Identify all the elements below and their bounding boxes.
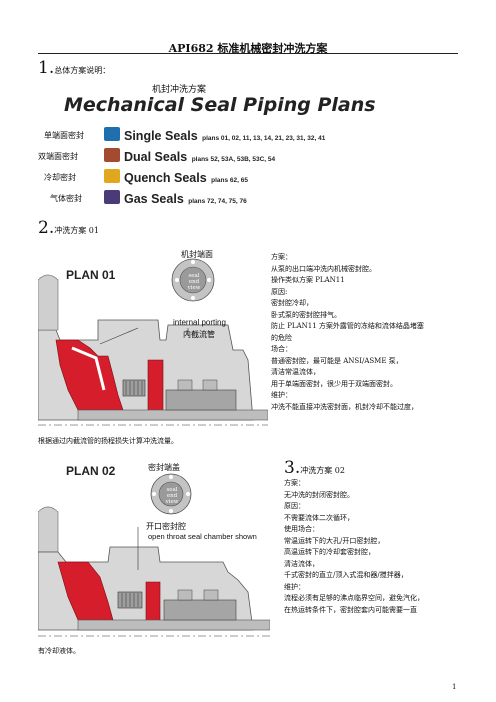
seal-en-label: Dual Seals xyxy=(124,150,188,164)
single-seal-color-swatch xyxy=(104,127,120,141)
plan02-continuation: 有冷却液体。 xyxy=(38,647,80,655)
plan02-line: 不需要流体二次循环， xyxy=(284,513,354,522)
section-3-heading: 3.冲洗方案 02 xyxy=(284,458,345,478)
section-number: 3. xyxy=(284,458,301,478)
seal-row-single: 单端面密封 Single Seals plans 01, 02, 11, 13,… xyxy=(44,126,374,148)
section-2-heading: 2.冲洗方案 01 xyxy=(38,218,99,238)
plan02-description: 方案： 无冲洗的封闭密封腔。 原因： 不需要流体二次循环， 使用场合： 常温运转… xyxy=(284,478,464,616)
plan02-line: 清洁流体， xyxy=(284,559,319,568)
section-1-heading: 1.总体方案说明： xyxy=(38,58,110,78)
end-view-word: end view xyxy=(165,493,179,505)
plan01-face-label: 机封端面 xyxy=(181,250,213,259)
section-title: 冲洗方案 02 xyxy=(300,466,345,475)
plan01-line: 防止 PLAN11 方案外露管的冻结和流体结晶堵塞 xyxy=(271,322,424,330)
plan01-line: 方案： xyxy=(271,253,292,261)
section-title: 冲洗方案 01 xyxy=(54,226,99,235)
seal-en-label: Gas Seals xyxy=(124,192,184,206)
plan01-continuation: 根据通过内截流管的扬程损失计算冲洗流量。 xyxy=(38,437,178,445)
plan01-line: 的危险 xyxy=(271,333,292,342)
plan02-line: 流程必须有足够的沸点临界空间，避免汽化， xyxy=(284,594,424,602)
plan01-line: 场合： xyxy=(271,345,292,353)
plan02-open-en: open throat seal chamber shown xyxy=(148,532,257,541)
seal-row-dual: 双端面密封 Dual Seals plans 52, 53A, 53B, 53C… xyxy=(38,147,374,169)
seal-en-wrap: Single Seals plans 01, 02, 11, 13, 14, 2… xyxy=(124,127,325,145)
plan01-seal-drawing xyxy=(37,258,269,426)
plan01-line: 普通密封腔，最可能是 ANSI/ASME 泵， xyxy=(271,356,403,365)
seal-plans: plans 52, 53A, 53B, 53C, 54 xyxy=(191,156,276,163)
seal-cn-label: 冷却密封 xyxy=(44,173,76,182)
section-number: 2. xyxy=(38,218,55,238)
document-title: API682 标准机械密封冲洗方案 xyxy=(168,42,328,55)
plan02-label: PLAN 02 xyxy=(66,464,116,478)
seal-row-gas: 气体密封 Gas Seals plans 72, 74, 75, 76 xyxy=(44,189,374,211)
seal-en-wrap: Dual Seals plans 52, 53A, 53B, 53C, 54 xyxy=(124,148,275,166)
seal-cn-label: 双端面密封 xyxy=(38,152,78,161)
end-view-word: end view xyxy=(187,279,201,291)
seal-word: seal xyxy=(166,487,178,493)
plan02-line: 高温运转下的冷却套密封腔， xyxy=(284,548,375,556)
dual-seal-color-swatch xyxy=(104,148,120,162)
plan02-line: 方案： xyxy=(284,479,305,487)
plan01-internal-porting: internal porting xyxy=(173,318,226,327)
plan02-line: 千式密封的直立/顶入式混和器/搅拌器， xyxy=(284,571,408,579)
plan01-line: 密封腔冷却， xyxy=(271,299,313,307)
plan01-line: 操作类似方案 PLAN11 xyxy=(271,276,345,284)
plan02-line: 使用场合： xyxy=(284,525,319,533)
plan02-line: 常温运转下的大孔/开口密封腔， xyxy=(284,536,385,545)
seal-en-label: Quench Seals xyxy=(124,171,207,185)
seal-en-wrap: Quench Seals plans 62, 65 xyxy=(124,169,248,187)
plan02-seal-drawing xyxy=(37,473,271,637)
seal-plans: plans 62, 65 xyxy=(211,177,248,184)
gas-seal-color-swatch xyxy=(104,190,120,204)
plan01-internal-cn: 内截流管 xyxy=(183,330,215,339)
plan01-line: 维护： xyxy=(271,391,292,399)
plan01-description: 方案： 从泵的出口端冲洗内机械密封腔。 操作类似方案 PLAN11 原因: 密封… xyxy=(271,252,461,413)
plan01-line: 冲洗不能直接冲洗密封面，机封冷却不能过度， xyxy=(271,402,418,411)
quench-seal-color-swatch xyxy=(104,169,120,183)
seal-en-label: Single Seals xyxy=(124,129,198,143)
plan02-line: 无冲洗的封闭密封腔。 xyxy=(284,490,354,499)
seal-cn-label: 气体密封 xyxy=(50,194,82,203)
seal-plans: plans 01, 02, 11, 13, 14, 21, 23, 31, 32… xyxy=(202,135,326,142)
plan02-gland-label: 密封端盖 xyxy=(148,463,180,472)
plan01-line: 从泵的出口端冲洗内机械密封腔。 xyxy=(271,264,376,273)
plan02-line: 原因： xyxy=(284,502,305,510)
plan01-line: 原因: xyxy=(271,287,288,296)
plan01-label: PLAN 01 xyxy=(66,268,116,282)
section-number: 1. xyxy=(38,58,55,78)
plan01-line: 用于单端面密封，很少用于双端面密封。 xyxy=(271,379,397,388)
header-cn: 机封冲洗方案 xyxy=(152,85,207,95)
plan01-line: 卧式泵的密封腔排气。 xyxy=(271,310,341,319)
seal-row-quench: 冷却密封 Quench Seals plans 62, 65 xyxy=(44,168,374,190)
section-title: 总体方案说明： xyxy=(54,66,111,75)
plan02-line: 维护： xyxy=(284,582,305,591)
plan02-open-cn: 开口密封腔 xyxy=(146,522,186,531)
header-en: Mechanical Seal Piping Plans xyxy=(64,94,376,116)
title-rule xyxy=(38,53,458,54)
seal-plans: plans 72, 74, 75, 76 xyxy=(188,198,247,205)
plan02-line: 在热运转条件下，密封腔套内可能需要一直 xyxy=(284,605,417,614)
seal-word: seal xyxy=(188,273,200,279)
seal-en-wrap: Gas Seals plans 72, 74, 75, 76 xyxy=(124,190,247,208)
page-number: 1 xyxy=(452,683,457,691)
plan01-line: 清洁常温流体， xyxy=(271,368,320,376)
seal-cn-label: 单端面密封 xyxy=(44,131,84,140)
